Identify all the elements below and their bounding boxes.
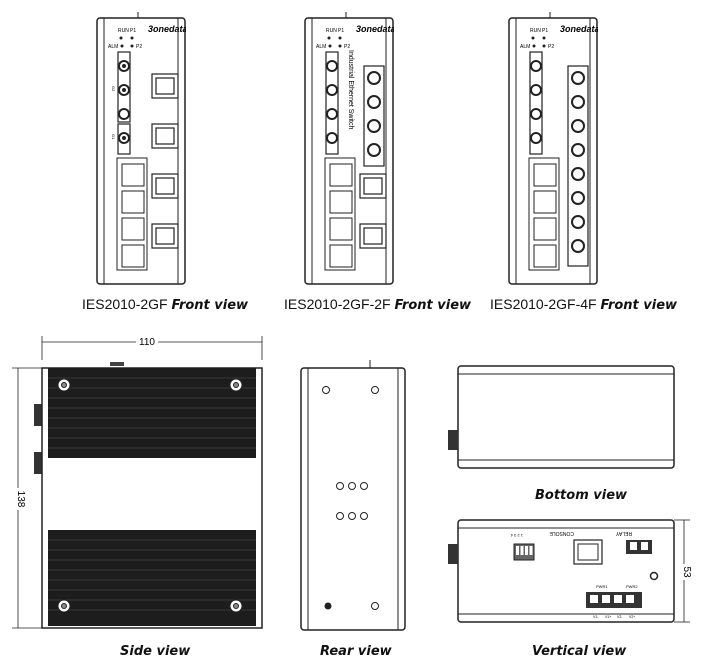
terminal-label-2: V1+ — [605, 615, 611, 619]
terminal-label-1: V1- — [593, 615, 599, 619]
led-p1-label: P1 — [130, 28, 136, 34]
relay-terminal — [626, 540, 652, 554]
pwr2-label: PWR2 — [626, 584, 638, 589]
model-name: IES2010-2GF — [82, 296, 168, 312]
relay-label: RELAY — [615, 530, 632, 536]
front-view-3: RUN P1 ALM P2 3onedata — [508, 10, 600, 286]
view-label: Front view — [171, 298, 249, 313]
front-view-3-drawing: RUN P1 ALM P2 3onedata — [508, 12, 600, 285]
front-view-2: RUN P1 ALM P2 3onedata Industrial Ethern… — [304, 10, 396, 286]
vertical-view-caption: Vertical view — [532, 644, 627, 659]
bottom-view-caption: Bottom view — [535, 488, 628, 503]
dip-switch-label: 1 2 3 4 — [510, 533, 523, 538]
pwr1-label: PWR1 — [596, 584, 608, 589]
heat-sink-top — [48, 368, 256, 458]
rj45-stack-left — [324, 157, 356, 271]
front-view-2-caption: IES2010-2GF-2F Front view — [284, 296, 471, 313]
vertical-view: 53 1 2 3 4 CONSOLE RELAY PWR1 PWR2 V1- — [446, 516, 696, 634]
sfp-port-g1 — [117, 123, 131, 155]
led-alm-label: ALM — [316, 44, 326, 50]
led-p2-label: P2 — [548, 44, 554, 50]
vertical-view-drawing: 53 1 2 3 4 CONSOLE RELAY PWR1 PWR2 V1- — [448, 519, 692, 623]
fiber-ports-right — [567, 65, 589, 267]
fiber-ports-right — [363, 65, 385, 167]
led-alm-label: ALM — [108, 44, 118, 50]
bottom-view — [446, 362, 676, 472]
rj45-ports-right — [359, 173, 387, 249]
side-view: 110 138 — [6, 330, 268, 640]
rear-view — [300, 360, 406, 632]
view-label: Front view — [394, 298, 472, 313]
power-terminal — [586, 592, 642, 608]
rj45-stack-left — [528, 157, 560, 271]
front-view-1-caption: IES2010-2GF Front view — [82, 296, 248, 313]
front-view-1: RUN P1 ALM P2 3onedata G2 G1 — [96, 10, 188, 286]
port-label-g1: G1 — [111, 134, 116, 140]
side-width-dimension: 110 — [139, 337, 155, 348]
brand-logo: 3onedata — [148, 24, 186, 34]
rear-view-caption: Rear view — [320, 644, 392, 659]
port-label-g2: G2 — [111, 86, 116, 92]
led-p2-label: P2 — [136, 44, 142, 50]
brand-logo: 3onedata — [356, 24, 394, 34]
console-label: CONSOLE — [549, 530, 574, 536]
front-view-3-caption: IES2010-2GF-4F Front view — [490, 296, 677, 313]
side-view-caption: Side view — [120, 644, 191, 659]
rj45-stack-left — [116, 157, 148, 271]
brand-logo: 3onedata — [560, 24, 598, 34]
side-view-drawing: 110 138 — [10, 334, 263, 629]
heat-sink-bottom — [48, 530, 256, 626]
led-run-label: RUN — [326, 28, 337, 34]
rear-view-drawing — [300, 360, 406, 631]
led-run-label: RUN — [118, 28, 129, 34]
terminal-label-4: V2+ — [629, 615, 635, 619]
front-view-1-drawing: RUN P1 ALM P2 3onedata G2 G1 — [96, 12, 188, 285]
ground-screw — [649, 571, 659, 581]
side-text: Industrial Ethernet Switch — [347, 50, 354, 129]
led-p1-label: P1 — [338, 28, 344, 34]
led-p1-label: P1 — [542, 28, 548, 34]
model-name: IES2010-2GF-4F — [490, 296, 597, 312]
side-height-dimension: 138 — [15, 491, 26, 508]
dip-switch — [513, 543, 535, 561]
sfp-ports — [325, 51, 339, 155]
sfp-ports — [529, 51, 543, 155]
rj45-ports-right — [151, 73, 179, 249]
led-p2-label: P2 — [344, 44, 350, 50]
led-run-label: RUN — [530, 28, 541, 34]
console-port — [573, 539, 603, 565]
terminal-label-3: V2- — [617, 615, 623, 619]
sfp-port-g2 — [117, 51, 131, 123]
view-label: Front view — [600, 298, 678, 313]
front-view-2-drawing: RUN P1 ALM P2 3onedata Industrial Ethern… — [304, 12, 396, 285]
bottom-view-drawing — [448, 365, 675, 469]
vertical-depth-dimension: 53 — [681, 566, 692, 578]
led-alm-label: ALM — [520, 44, 530, 50]
model-name: IES2010-2GF-2F — [284, 296, 391, 312]
